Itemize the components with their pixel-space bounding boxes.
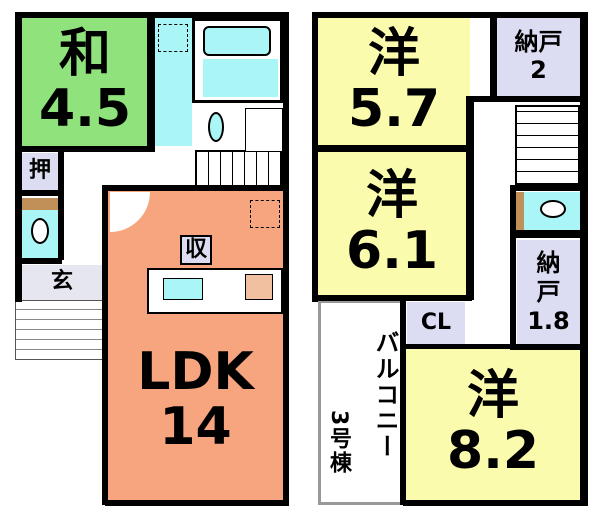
nando1-size: 2 xyxy=(530,56,547,84)
toilet-room-2 xyxy=(512,192,580,230)
washroom xyxy=(155,18,192,146)
western-room-8-2: 洋 8.2 xyxy=(406,348,580,500)
washitsu-label: 和 xyxy=(58,24,111,85)
closet-label: CL xyxy=(420,309,452,335)
oshiire-room: 押 xyxy=(22,153,58,190)
closet: CL xyxy=(407,302,465,344)
room2-size: 6.1 xyxy=(345,220,439,281)
room1-label: 洋 xyxy=(367,23,420,84)
kitchen-counter xyxy=(147,268,283,314)
room3-label: 洋 xyxy=(466,366,519,427)
washitsu-size: 4.5 xyxy=(38,79,132,139)
western-room-5-7: 洋 5.7 xyxy=(318,18,470,145)
room1-size: 5.7 xyxy=(347,78,441,139)
room2-label: 洋 xyxy=(365,165,418,226)
storage-label: 収 xyxy=(184,236,207,262)
bathtub-icon xyxy=(203,26,271,56)
vent-icon xyxy=(158,24,188,52)
sink-icon xyxy=(208,112,224,142)
building-label: 3号棟 xyxy=(326,410,351,476)
nando2-label2: 戸 xyxy=(536,278,561,307)
storage-label-box: 収 xyxy=(180,235,212,265)
stairs-turn xyxy=(245,108,283,152)
washitsu-room: 和 4.5 xyxy=(22,18,148,146)
stairs-first xyxy=(195,150,283,190)
genkan-label: 玄 xyxy=(50,269,73,295)
nando1-label: 納戸 xyxy=(514,28,563,57)
nando-1-8: 納 戸 1.8 xyxy=(517,240,580,345)
balcony xyxy=(318,300,406,505)
toilet-room xyxy=(22,198,58,258)
bathroom xyxy=(192,18,283,103)
toilet-icon xyxy=(31,218,49,244)
entrance-porch xyxy=(15,300,105,360)
stove-icon xyxy=(245,274,273,300)
nando2-size: 1.8 xyxy=(527,306,570,335)
toilet-icon-2 xyxy=(540,200,566,218)
vent-icon-ldk xyxy=(250,200,280,228)
nando2-label: 納 xyxy=(536,249,561,278)
ldk-label: LDK xyxy=(137,342,254,402)
western-room-6-1: 洋 6.1 xyxy=(318,152,466,295)
oshiire-label: 押 xyxy=(28,158,51,184)
nando-2: 納戸 2 xyxy=(497,18,580,96)
balcony-label: バルコニー xyxy=(371,330,399,460)
genkan: 玄 xyxy=(22,265,102,300)
stairs-second xyxy=(515,105,580,185)
kitchen-sink-icon xyxy=(163,278,203,300)
ldk-size: 14 xyxy=(159,396,232,457)
room3-size: 8.2 xyxy=(446,421,540,481)
